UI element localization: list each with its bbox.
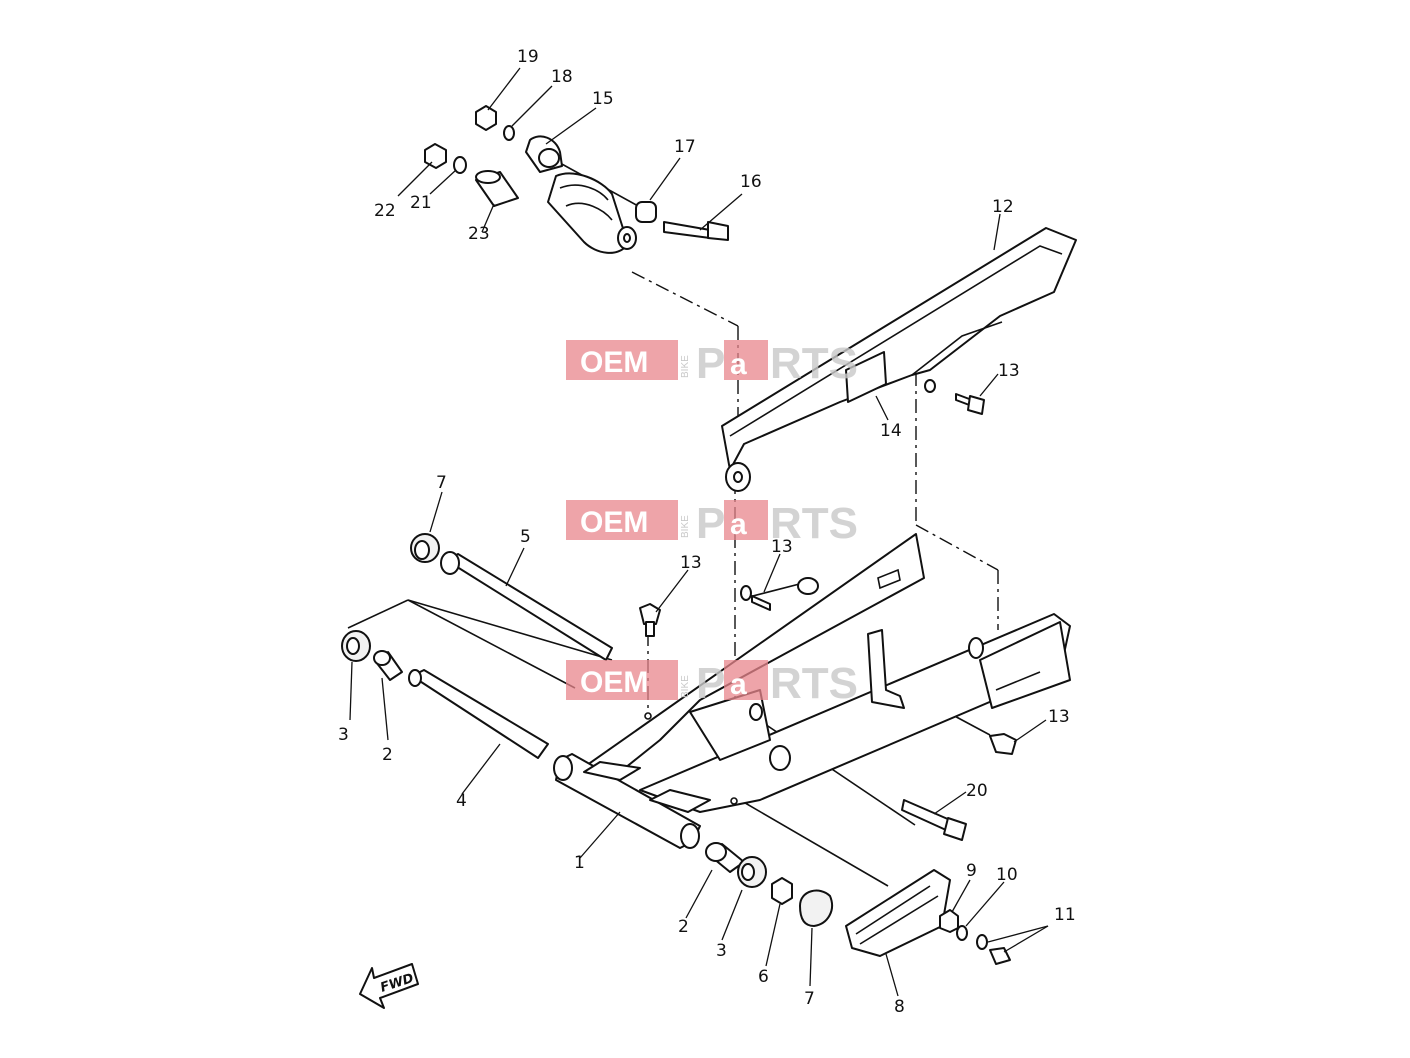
callout-7-right: 7 [804,989,815,1009]
callout-11: 11 [1054,905,1076,925]
bushing-left-end [373,650,391,666]
chain-case [721,227,1077,492]
watermark-bike: BIKE [680,355,691,378]
callout-13-case: 13 [998,361,1020,381]
guide-washer [956,925,968,941]
watermark-p: P [696,339,725,388]
bolt-13-case [924,379,985,415]
watermark-rts: RTS [770,339,858,388]
washer-18 [503,125,515,141]
washer-21 [453,156,467,174]
pivot-nut [771,877,793,905]
bolt-13-side [989,733,1017,755]
watermark-a: a [730,508,747,541]
bolt-13-top [639,603,661,637]
watermark-2: OEM BIKE P a RTS [566,499,858,548]
callout-19: 19 [517,47,539,67]
callout-5: 5 [520,527,531,547]
callout-21: 21 [410,193,432,213]
watermark-oem: OEM [580,666,648,699]
callout-22: 22 [374,201,396,221]
callout-17: 17 [674,137,696,157]
callout-2-right: 2 [678,917,689,937]
watermark-p: P [696,499,725,548]
bolt-16 [663,221,729,241]
collar-17 [635,201,657,223]
callout-18: 18 [551,67,573,87]
callout-3-left: 3 [338,725,349,745]
nut-22 [424,143,447,169]
watermark-bike: BIKE [680,675,691,698]
pivot-cap [799,889,833,927]
callout-13-side: 13 [1048,707,1070,727]
callout-14: 14 [880,421,902,441]
watermark-oem: OEM [580,346,648,379]
nut-19 [475,105,497,131]
callout-3-right: 3 [716,941,727,961]
thrust-cover-right [737,856,767,888]
callout-10: 10 [996,865,1018,885]
leader-lines [349,67,1049,997]
watermark-bike: BIKE [680,515,691,538]
callout-9: 9 [966,861,977,881]
watermark-3: OEM BIKE P a RTS [566,659,858,708]
bolt-20 [901,799,967,841]
oil-seal-left [410,533,440,563]
callout-numbers: 19 18 15 17 16 22 21 23 12 13 14 7 5 13 … [338,47,1076,1017]
callout-6: 6 [758,967,769,987]
forward-direction-arrow: FWD [359,963,419,1009]
watermark-1: OEM BIKE P a RTS [566,339,858,388]
bushing-right-end [705,842,727,862]
callout-4: 4 [456,791,467,811]
pivot-shaft [440,551,613,661]
collar-pipe [408,669,549,759]
callout-20: 20 [966,781,988,801]
chain-guide [845,869,951,957]
thrust-cover-left [341,630,371,662]
callout-15: 15 [592,89,614,109]
callout-7-left: 7 [436,473,447,493]
callout-2-left: 2 [382,745,393,765]
rear-shock-absorber [525,135,637,254]
callout-23: 23 [468,224,490,244]
callout-13-top: 13 [680,553,702,573]
bolt-13-arm [740,585,771,611]
guide-washer-11 [976,934,988,950]
watermark-oem: OEM [580,506,648,539]
watermark-rts: RTS [770,659,858,708]
callout-16: 16 [740,172,762,192]
callout-1: 1 [574,853,585,873]
watermark-p: P [696,659,725,708]
collar-end [475,170,501,184]
callout-13-arm: 13 [771,537,793,557]
rear-arm [553,533,1071,849]
watermark-rts: RTS [770,499,858,548]
watermark-a: a [730,348,747,381]
watermark-a: a [730,668,747,701]
guide-nut [939,909,959,933]
callout-8: 8 [894,997,905,1017]
callout-12: 12 [992,197,1014,217]
